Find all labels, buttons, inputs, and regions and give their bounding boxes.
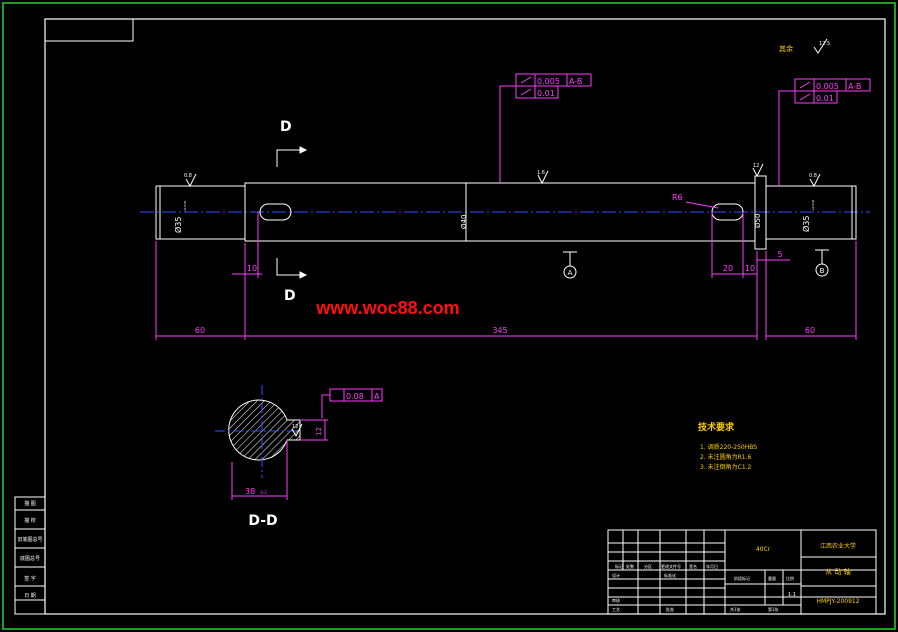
section-key-depth: 12 xyxy=(315,427,323,436)
title-label: 第1张 xyxy=(768,606,779,612)
datum-label-b: B xyxy=(820,267,825,275)
watermark-text: www.woc88.com xyxy=(315,298,459,318)
dimension-key-right-length: 20 xyxy=(723,264,733,273)
dimension-key-right-offset: 10 xyxy=(745,264,755,273)
title-label: 批准 xyxy=(666,606,674,612)
general-roughness-label: 其余 xyxy=(779,44,793,53)
dimension-key-left-offset: 10 xyxy=(247,264,257,273)
title-label: 标准化 xyxy=(664,572,676,578)
title-label: 标记 xyxy=(615,563,623,569)
title-label: 比例 xyxy=(786,575,794,581)
roughness-value: 12 xyxy=(292,424,298,430)
tolerance-frame-right xyxy=(778,78,871,186)
tolerance-datum: A-B xyxy=(569,77,582,86)
revision-label: 描 图 xyxy=(24,500,36,507)
dimension-left-length: 60 xyxy=(195,326,205,335)
datum-marker-b xyxy=(815,249,829,277)
roughness-symbol xyxy=(809,173,821,188)
radius-leader xyxy=(685,201,719,209)
title-drawing-number: HMPJY-200912 xyxy=(816,598,859,605)
section-width-tolerance: -0.2 xyxy=(259,490,267,495)
tech-requirements-title: 技术要求 xyxy=(698,421,735,433)
revision-label: 日 期 xyxy=(24,593,36,599)
tech-requirement-item: 1. 调质220-250HBS xyxy=(700,443,757,451)
title-label: 分区 xyxy=(644,563,652,569)
title-scale: 1:1 xyxy=(788,592,796,598)
section-label-top: D xyxy=(280,119,292,135)
tolerance-frame-left xyxy=(499,73,592,183)
title-material: 40Cr xyxy=(756,546,771,553)
tech-requirement-item: 2. 未注圆角为R1.6 xyxy=(700,453,752,461)
diameter-left-journal: Ø35 xyxy=(173,217,183,233)
title-label: 重量 xyxy=(768,575,776,581)
title-label: 更改文件号 xyxy=(661,563,681,569)
title-label: 共1张 xyxy=(730,606,741,612)
dimension-lines xyxy=(155,212,857,340)
section-cut-marker-bottom xyxy=(276,258,308,279)
revision-label: 底图总号 xyxy=(20,555,40,562)
title-label: 年月日 xyxy=(706,563,718,569)
tolerance-value: 0.01 xyxy=(537,89,555,98)
revision-label: 旧底图总号 xyxy=(17,536,42,543)
roughness-value: 0.8 xyxy=(184,173,192,179)
section-cut-marker-top xyxy=(276,146,308,167)
title-block xyxy=(607,529,877,615)
title-part-name: 从 动 轴 xyxy=(825,567,850,576)
roughness-symbol xyxy=(813,38,828,54)
dimension-right-length: 60 xyxy=(805,326,815,335)
tolerance-datum: A-B xyxy=(848,82,861,91)
title-label: 工艺 xyxy=(612,607,620,612)
section-tolerance-datum: A xyxy=(374,392,380,401)
section-view xyxy=(215,385,301,478)
tolerance-value: 0.005 xyxy=(816,82,839,91)
title-label: 阶段标记 xyxy=(734,575,750,581)
code-box xyxy=(44,18,134,42)
dimension-shoulder-gap: 5 xyxy=(777,250,782,259)
datum-label-a: A xyxy=(568,269,573,277)
revision-label: 签 字 xyxy=(24,575,36,582)
title-school: 江西农业大学 xyxy=(820,542,856,550)
diameter-tolerance: +0.018 xyxy=(183,201,187,212)
diameter-right-journal: Ø35 xyxy=(801,216,811,232)
roughness-value: 0.8 xyxy=(809,173,817,179)
dimension-middle-length: 345 xyxy=(492,326,507,335)
section-view-label: D-D xyxy=(248,513,277,529)
section-dimensions xyxy=(231,388,383,500)
diameter-tolerance: +0.018 xyxy=(811,200,815,211)
diameter-main-body: Ø40 xyxy=(460,215,468,229)
revision-strip: 描 图 描 校 旧底图总号 底图总号 签 字 日 期 xyxy=(14,496,46,615)
title-label: 设计 xyxy=(612,572,620,578)
revision-label: 描 校 xyxy=(24,517,36,524)
roughness-symbol xyxy=(537,170,549,185)
title-label: 处数 xyxy=(626,563,634,569)
drawing-border xyxy=(44,18,886,615)
tolerance-value: 0.01 xyxy=(816,94,834,103)
diameter-shoulder: Ø50 xyxy=(754,214,762,228)
section-tolerance-value: 0.08 xyxy=(346,392,364,401)
tolerance-value: 0.005 xyxy=(537,77,560,86)
roughness-value: 12.5 xyxy=(819,41,830,47)
roughness-value: 12 xyxy=(753,163,759,169)
shaft-profile xyxy=(155,175,857,250)
datum-marker-a xyxy=(563,251,577,279)
radius-label: R6 xyxy=(672,193,683,202)
roughness-symbol xyxy=(185,173,197,188)
title-label: 审核 xyxy=(612,597,620,603)
title-label: 签名 xyxy=(689,563,697,569)
roughness-value: 1.6 xyxy=(537,170,545,176)
section-width: 38 xyxy=(245,487,255,496)
tech-requirement-item: 3. 未注倒角为C1.2 xyxy=(700,463,752,471)
section-label-bottom: D xyxy=(284,288,296,304)
roughness-symbol xyxy=(291,423,303,438)
roughness-symbol xyxy=(752,163,764,178)
